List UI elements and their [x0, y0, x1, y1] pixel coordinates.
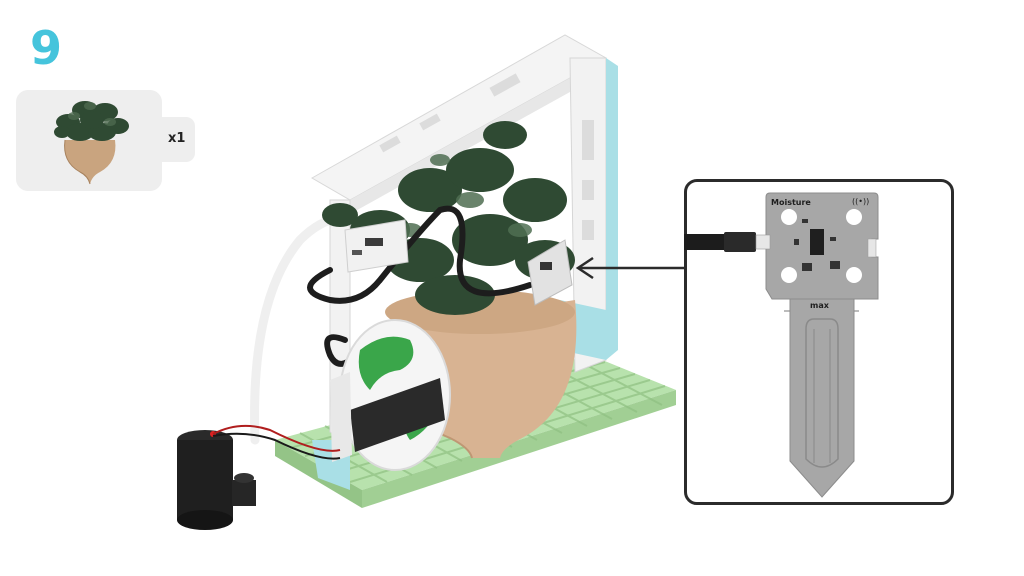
water-pump — [177, 430, 256, 530]
max-marker-label: max — [810, 301, 829, 310]
parts-quantity: x1 — [168, 131, 186, 146]
sensor-cable — [307, 205, 533, 304]
moisture-sensor-icon — [684, 192, 879, 498]
moisture-sensor-installed — [527, 239, 573, 306]
step-number: 9 — [30, 21, 63, 75]
sensor-label: Moisture — [771, 198, 811, 207]
controller-module — [344, 219, 409, 273]
water-tube — [250, 213, 345, 445]
signal-icon: ((•)) — [852, 197, 870, 206]
potted-plant-icon — [54, 101, 129, 185]
parts-quantity-tab — [150, 117, 195, 162]
callout-arrow — [575, 256, 594, 280]
globe-board — [330, 319, 451, 471]
